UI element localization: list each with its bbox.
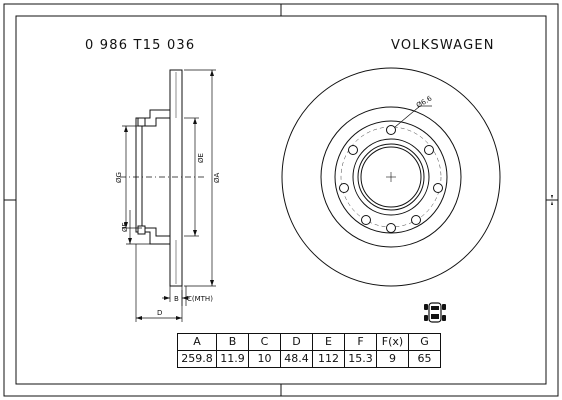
- dim-label-f: ØF: [121, 222, 129, 232]
- spec-table-header-row: A B C D E F F(x) G: [177, 333, 441, 351]
- spec-value-b: 11.9: [216, 350, 249, 368]
- dimension-arrows: [124, 70, 214, 320]
- spec-header-g: G: [408, 333, 441, 351]
- spec-header-c: C: [248, 333, 281, 351]
- spec-table-value-row: 259.8 11.9 10 48.4 112 15.3 9 65: [177, 350, 441, 368]
- border-ticks: [4, 4, 558, 396]
- spec-header-f: F: [344, 333, 377, 351]
- spec-value-g: 65: [408, 350, 441, 368]
- brand-name: VOLKSWAGEN: [391, 38, 495, 53]
- spec-value-a: 259.8: [177, 350, 217, 368]
- disc-outer-edge: [281, 67, 501, 287]
- side-view: [120, 69, 206, 287]
- spec-value-f: 15.3: [344, 350, 377, 368]
- spec-header-b: B: [216, 333, 249, 351]
- car-rear-axle-icon: [424, 302, 446, 323]
- spec-value-d: 48.4: [280, 350, 313, 368]
- dim-label-a: ØA: [213, 172, 221, 183]
- center-bore-outer: [357, 143, 425, 211]
- spec-table: A B C D E F F(x) G 259.8 11.9 10 48.4 11…: [177, 333, 441, 368]
- spec-header-a: A: [177, 333, 217, 351]
- dim-label-b: B: [174, 295, 179, 303]
- spec-value-e: 112: [312, 350, 345, 368]
- dim-label-d: D: [157, 309, 162, 317]
- border-arrows: [551, 195, 553, 205]
- spec-header-e: E: [312, 333, 345, 351]
- part-number: 0 986 T15 036: [85, 38, 196, 53]
- spec-header-d: D: [280, 333, 313, 351]
- hat-section: [135, 109, 170, 245]
- front-view: [281, 67, 501, 287]
- spec-value-c: 10: [248, 350, 281, 368]
- spec-header-fx: F(x): [376, 333, 409, 351]
- hole-leader: [394, 105, 432, 128]
- hub-step: [352, 138, 430, 216]
- side-view-dimensions: [122, 69, 216, 322]
- dim-label-g: ØG: [115, 172, 123, 183]
- dim-label-c: C(MTH): [187, 295, 213, 303]
- bolt-holes: [339, 125, 443, 233]
- friction-inner-edge: [320, 106, 462, 248]
- hole-diameter-label: Ø6.6: [415, 94, 434, 110]
- spec-value-fx: 9: [376, 350, 409, 368]
- dim-label-e: ØE: [197, 153, 205, 163]
- center-bore: [360, 146, 422, 208]
